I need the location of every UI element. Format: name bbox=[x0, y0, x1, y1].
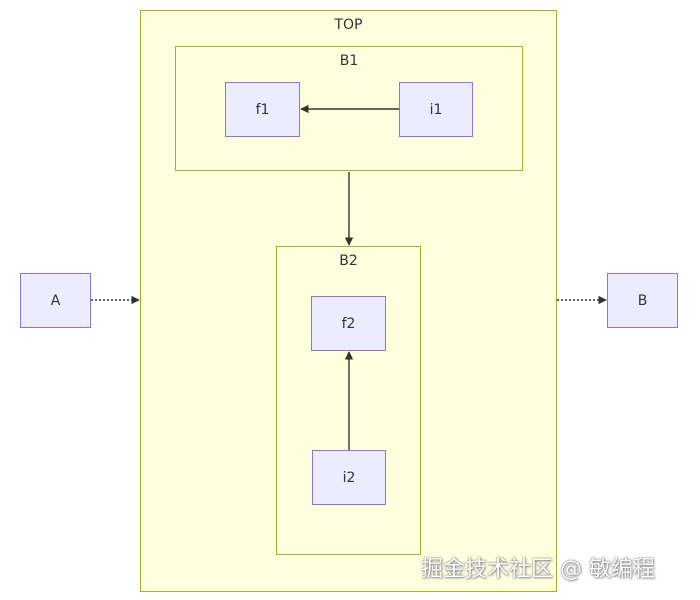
node-i1[interactable]: i1 bbox=[399, 82, 473, 137]
node-a[interactable]: A bbox=[20, 273, 91, 328]
watermark-text: 掘金技术社区 @ 敏编程 bbox=[421, 557, 655, 582]
subgraph-b2-title: B2 bbox=[339, 253, 358, 269]
node-f1[interactable]: f1 bbox=[225, 82, 300, 137]
node-i2[interactable]: i2 bbox=[312, 450, 386, 505]
node-b[interactable]: B bbox=[607, 273, 678, 328]
node-f2[interactable]: f2 bbox=[311, 296, 386, 351]
subgraph-top-title: TOP bbox=[334, 17, 363, 33]
subgraph-b1-title: B1 bbox=[339, 53, 359, 69]
